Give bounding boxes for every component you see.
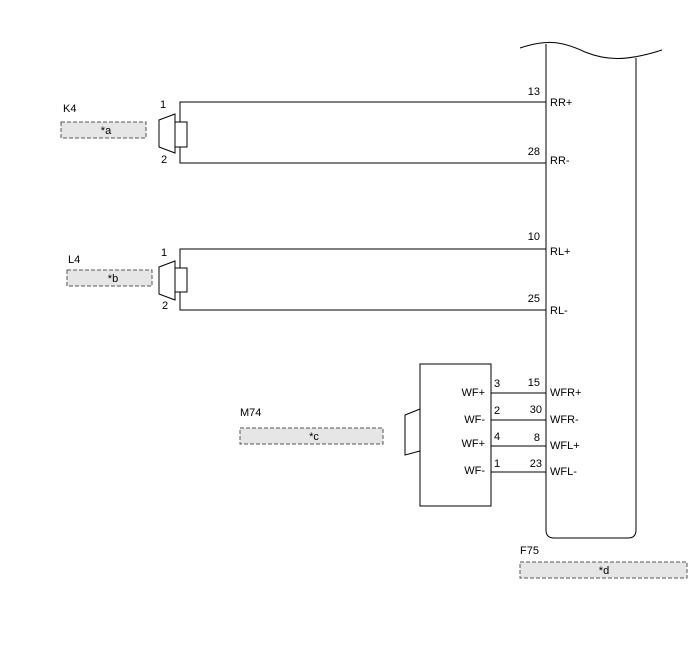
f75-terminal-name: RR+ — [550, 97, 572, 109]
f75-terminal-name: WFL- — [550, 466, 577, 478]
l4-note: *b — [108, 273, 118, 285]
m74-terminal-pin: 2 — [494, 405, 500, 417]
f75-terminal-name: RL+ — [550, 246, 571, 258]
f75-terminal-name: RL- — [550, 305, 568, 317]
break-line — [519, 41, 663, 59]
f75-terminal-name: RR- — [550, 155, 570, 167]
f75-terminal-pin: 10 — [528, 231, 540, 243]
m74-terminal-name: WF- — [464, 414, 485, 426]
f75-terminal-pin: 28 — [528, 146, 540, 158]
k4-code: K4 — [63, 103, 76, 115]
f75-terminal-name: WFR+ — [550, 387, 581, 399]
k4-note-box — [60, 121, 147, 139]
speaker-cone-icon — [158, 260, 176, 301]
speaker-magnet-icon — [174, 267, 188, 293]
speaker-magnet-icon — [174, 121, 188, 148]
l4-speaker: L4 *b 1 2 — [66, 247, 546, 312]
m74-terminal-pin: 3 — [494, 378, 500, 390]
f75-code: F75 — [520, 545, 539, 557]
speaker-cone-icon — [158, 113, 176, 154]
f75-terminal-pin: 13 — [528, 86, 540, 98]
m74-note-box — [239, 427, 384, 445]
l4-code: L4 — [68, 254, 80, 266]
k4-speaker: K4 *a 1 2 — [60, 99, 546, 166]
m74-body — [419, 363, 492, 507]
m74-terminal-pin: 4 — [494, 431, 500, 443]
f75-terminal-pin: 25 — [528, 293, 540, 305]
f75-terminal-pin: 15 — [528, 377, 540, 389]
l4-pin-bottom: 2 — [162, 300, 168, 312]
k4-pin-top: 1 — [160, 99, 166, 111]
f75-terminal-name: WFR- — [550, 414, 579, 426]
f75-note-box — [519, 561, 688, 579]
m74-terminal-name: WF+ — [461, 387, 485, 399]
wire-rr-plus — [179, 101, 546, 122]
f75-terminal-pin: 30 — [530, 404, 542, 416]
k4-pin-bottom: 2 — [161, 154, 167, 166]
wire-rl-minus — [179, 292, 546, 311]
wire-rr-minus — [179, 147, 546, 164]
woofer-cone-icon — [404, 408, 421, 456]
f75-terminal-name: WFL+ — [550, 440, 580, 452]
l4-pin-top: 1 — [161, 247, 167, 259]
wire-rl-plus — [179, 248, 546, 268]
m74-woofer: M74 *c WF+ WF- WF+ WF- 3 2 4 1 — [239, 363, 546, 507]
m74-terminal-name: WF+ — [461, 438, 485, 450]
l4-note-box — [66, 269, 153, 287]
f75-terminal-pin: 23 — [530, 458, 542, 470]
m74-terminal-pin: 1 — [494, 458, 500, 470]
f75-unit: F75 *d — [519, 41, 688, 579]
f75-note: *d — [599, 565, 609, 577]
m74-code: M74 — [240, 407, 261, 419]
m74-note: *c — [309, 431, 319, 443]
m74-terminal-name: WF- — [464, 465, 485, 477]
f75-terminal-pin: 8 — [534, 432, 540, 444]
k4-note: *a — [101, 125, 112, 137]
